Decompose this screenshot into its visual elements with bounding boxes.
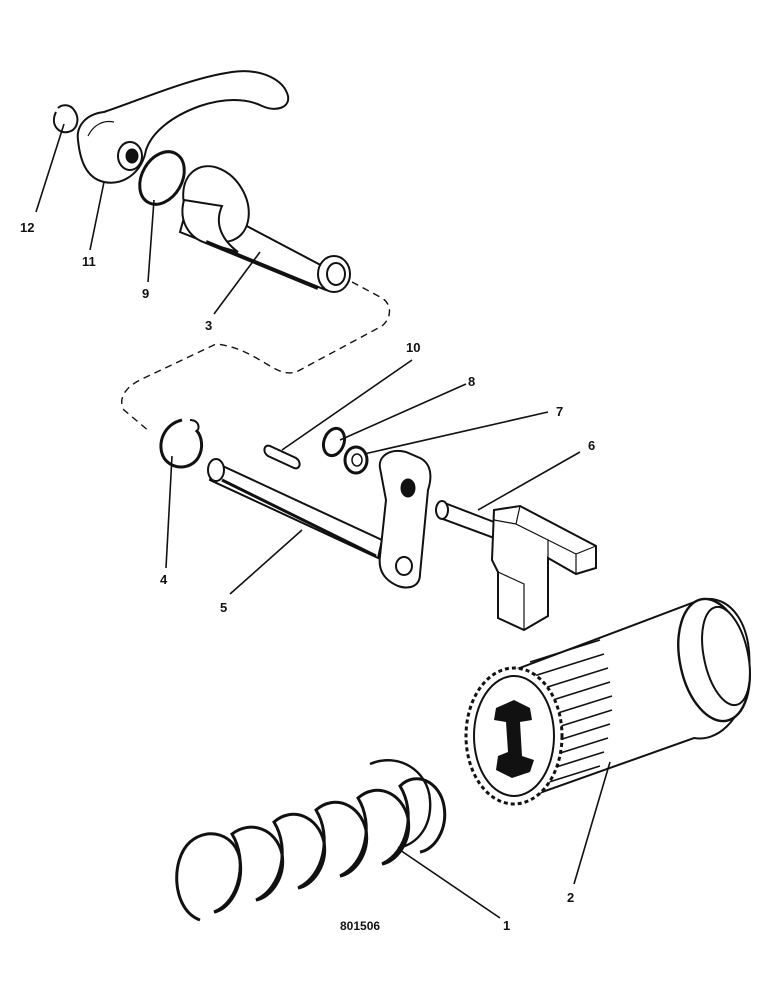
callout-12: 12 [20, 220, 34, 235]
leader-lines [35, 123, 611, 919]
ring-part-8 [321, 426, 347, 458]
lever-handle-part-11 [76, 70, 290, 184]
callout-10: 10 [406, 340, 420, 355]
callout-7: 7 [556, 404, 563, 419]
callout-11: 11 [82, 254, 96, 269]
o-ring-part-9 [138, 150, 186, 206]
coil-spring-part-1 [175, 759, 447, 922]
washer-part-7 [343, 445, 369, 475]
callout-6: 6 [588, 438, 595, 453]
callout-9: 9 [142, 286, 149, 301]
callout-2: 2 [567, 890, 574, 905]
selector-fork-part-6 [435, 500, 597, 632]
callout-4: 4 [160, 572, 168, 587]
callout-labels: 12 11 9 3 10 8 7 6 4 5 2 1 801506 [20, 220, 595, 933]
callout-5: 5 [220, 600, 227, 615]
assembly-dashed-line [121, 281, 391, 433]
shaft-part-3 [178, 165, 351, 293]
callout-1: 1 [503, 918, 510, 933]
circlip-part-4 [159, 418, 204, 469]
callout-8: 8 [468, 374, 475, 389]
callout-3: 3 [205, 318, 212, 333]
drawing-reference-number: 801506 [340, 919, 380, 933]
splined-sleeve-part-2 [464, 597, 751, 806]
key-part-10 [263, 444, 301, 470]
circlip-part-12 [52, 104, 79, 134]
shaft-arm-part-5 [207, 450, 432, 589]
